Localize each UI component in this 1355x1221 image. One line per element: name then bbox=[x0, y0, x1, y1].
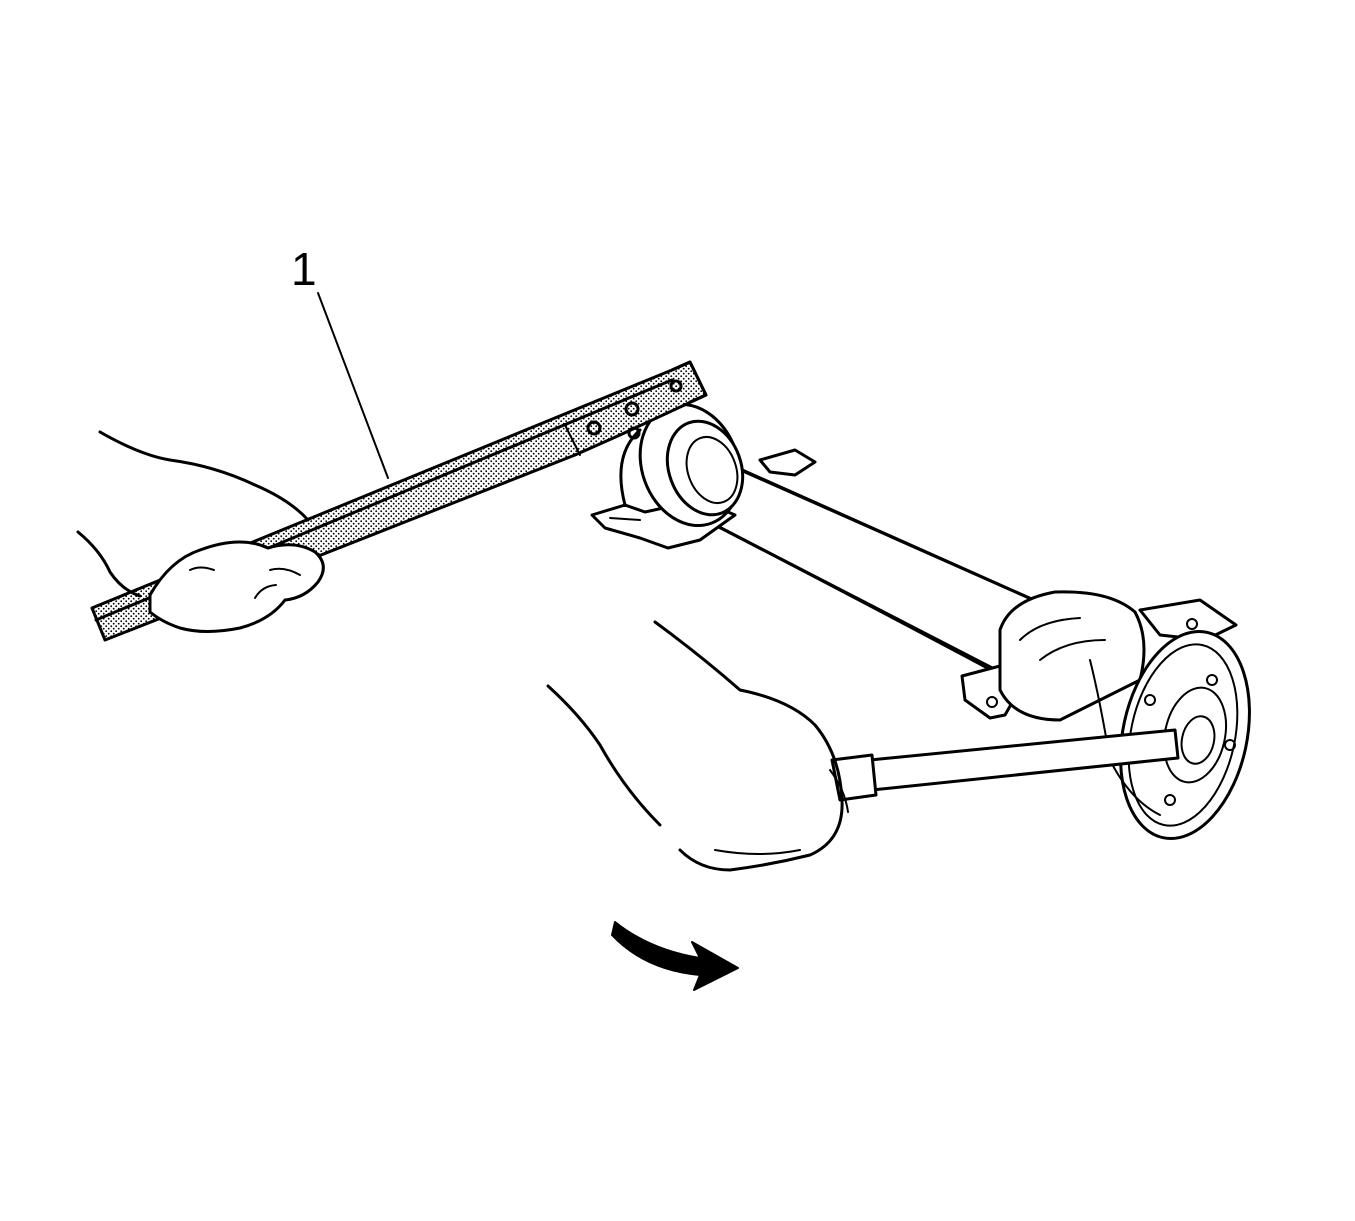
callout-1: 1 bbox=[291, 243, 389, 479]
left-hand bbox=[76, 430, 325, 633]
callout-label: 1 bbox=[291, 243, 317, 295]
right-hand bbox=[546, 620, 849, 872]
center-bearing-rear bbox=[960, 590, 1238, 722]
flange-yoke bbox=[1089, 629, 1251, 841]
socket-extension bbox=[830, 728, 1180, 802]
rotation-arrow-icon bbox=[611, 921, 739, 991]
